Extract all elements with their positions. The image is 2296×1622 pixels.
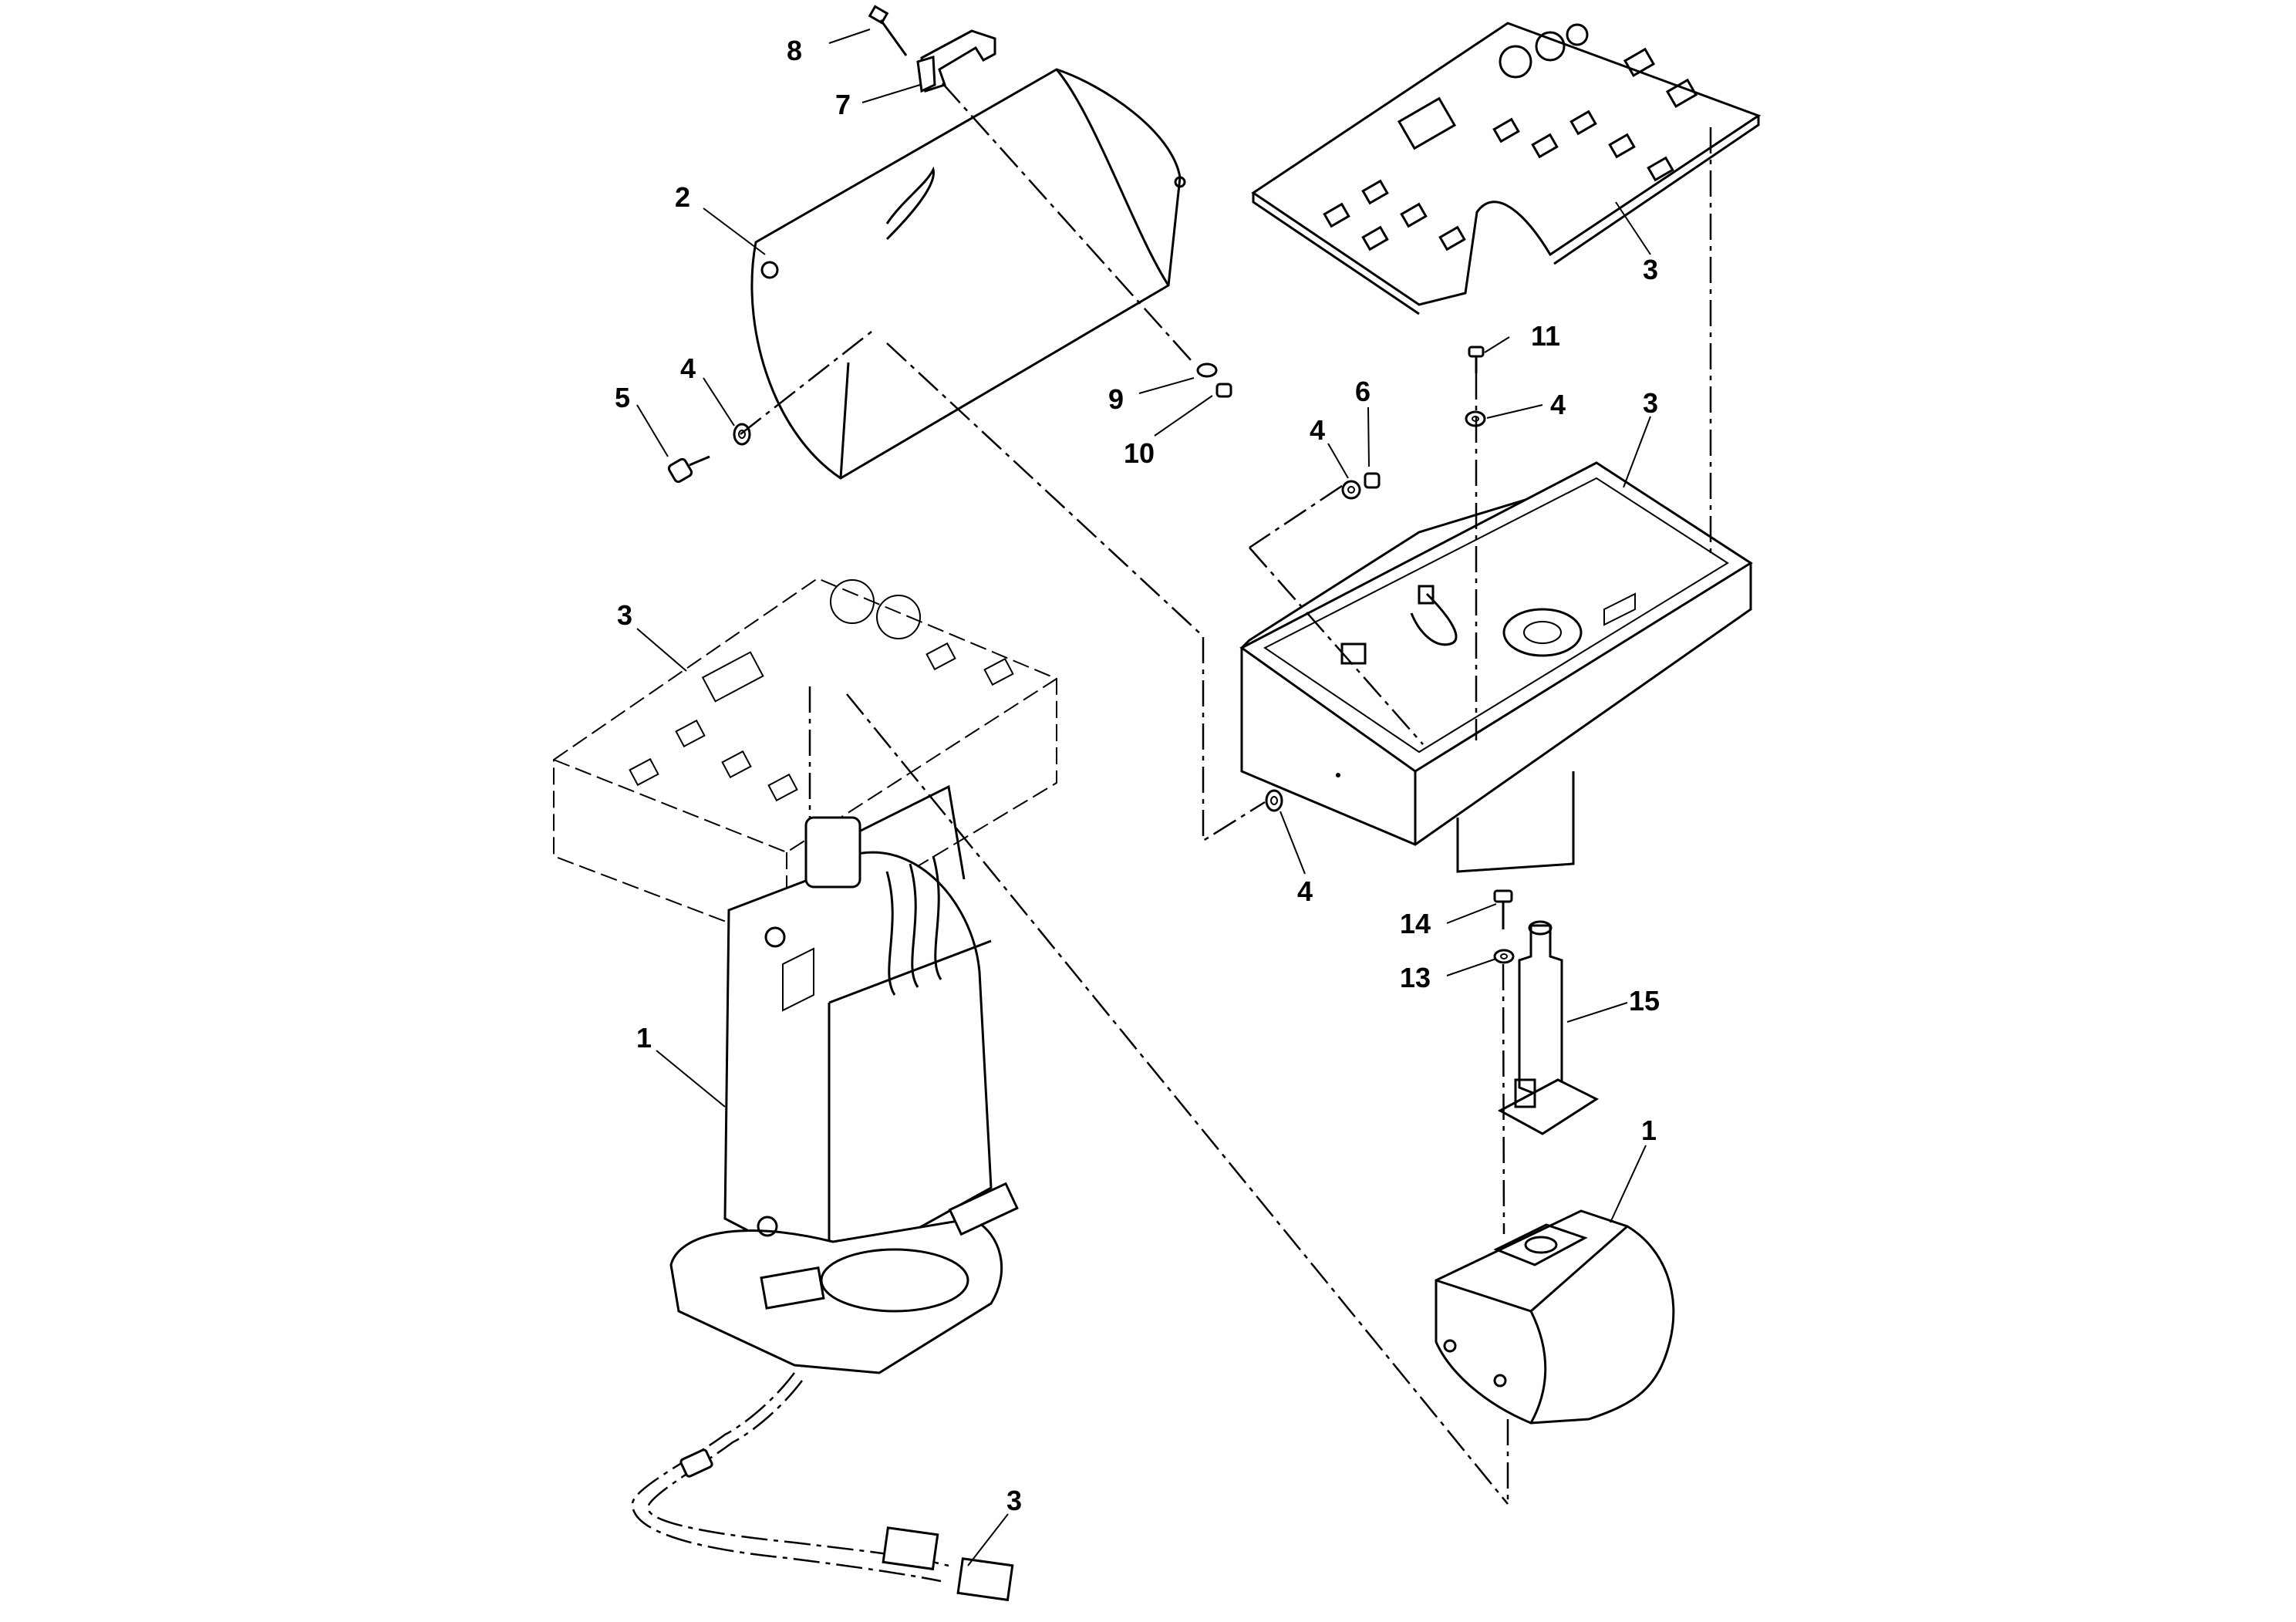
assembly-lines	[740, 83, 1712, 1505]
panel-top-right	[1251, 22, 1762, 315]
callout-4: 4	[680, 352, 696, 384]
callout-14: 14	[1400, 908, 1431, 939]
leader-lines	[636, 29, 1651, 1566]
cable-harness	[631, 1372, 1014, 1602]
callout-3: 3	[617, 599, 632, 631]
handle-part	[916, 29, 996, 93]
callout-4: 4	[1297, 875, 1313, 907]
screw-part	[868, 5, 908, 56]
callout-5: 5	[615, 382, 630, 413]
pedestal-assembly	[553, 577, 1057, 1374]
callout-15: 15	[1629, 985, 1660, 1017]
callout-labels: 8 7 2 4 5 9 10 3 11 4 6 4 3 3 4 14 13 15…	[615, 35, 1660, 1516]
callout-9: 9	[1108, 383, 1124, 415]
callout-13: 13	[1400, 962, 1431, 993]
bolt-washer	[1493, 889, 1515, 964]
callout-6: 6	[1355, 376, 1371, 407]
callout-8: 8	[787, 35, 802, 66]
callout-11: 11	[1531, 320, 1560, 352]
callout-3: 3	[1643, 387, 1658, 419]
callout-3: 3	[1643, 254, 1658, 285]
callout-4: 4	[1310, 414, 1325, 446]
box-fasteners	[1265, 346, 1486, 812]
callout-7: 7	[835, 89, 851, 120]
callout-2: 2	[675, 181, 690, 213]
callout-1: 1	[636, 1022, 652, 1054]
control-box	[1239, 461, 1753, 873]
callout-1: 1	[1641, 1114, 1657, 1146]
callout-4: 4	[1550, 389, 1566, 420]
callout-10: 10	[1124, 437, 1155, 469]
right-fastener	[1196, 363, 1232, 398]
base-block	[1435, 1209, 1675, 1425]
actuator-part	[1497, 920, 1600, 1135]
callout-3: 3	[1006, 1485, 1022, 1516]
cover-part	[750, 68, 1186, 480]
left-fastener	[667, 423, 751, 484]
